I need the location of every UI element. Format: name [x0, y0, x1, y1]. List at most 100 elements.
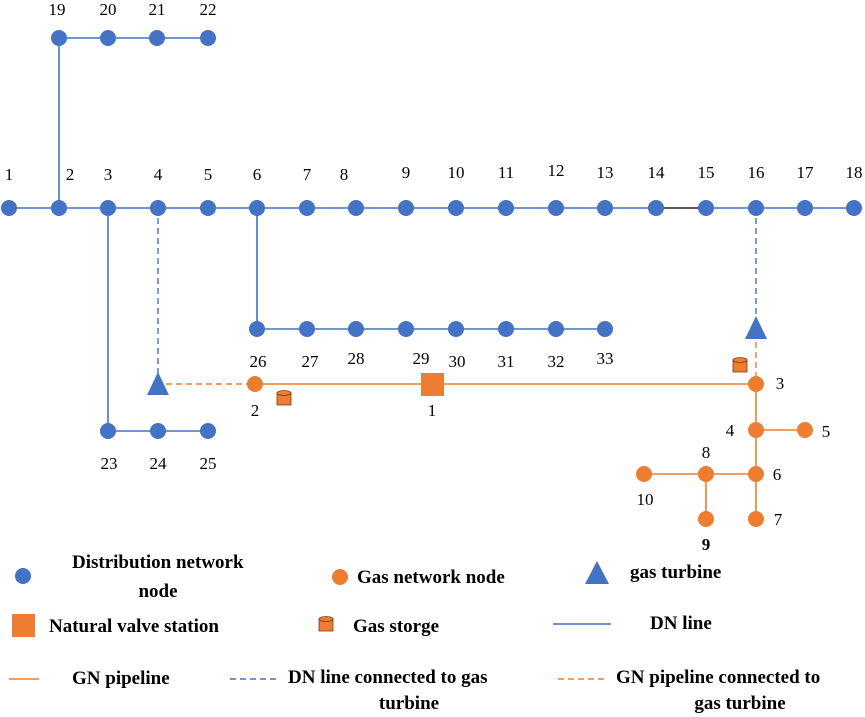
valve-station-icon — [421, 373, 444, 396]
dn-label: 32 — [548, 352, 565, 371]
dn-label: 8 — [340, 165, 349, 184]
legend-gas-storage-label: Gas storge — [353, 616, 439, 637]
dn-node-17 — [797, 200, 813, 216]
dn-label: 12 — [548, 161, 565, 180]
legend-dn-node-label: node — [138, 581, 177, 602]
legend-dn-node-label: Distribution network — [72, 552, 244, 573]
dn-label: 2 — [66, 165, 75, 184]
gas-turbine-icon — [745, 316, 767, 339]
dn-node-25 — [200, 423, 216, 439]
dn-label: 31 — [498, 352, 515, 371]
legend-dn-node-icon — [15, 568, 31, 584]
dn-label: 15 — [698, 163, 715, 182]
dn-node-30 — [448, 321, 464, 337]
dn-node-18 — [846, 200, 862, 216]
dn-label: 28 — [348, 349, 365, 368]
dn-label: 18 — [846, 163, 863, 182]
dn-label: 14 — [648, 163, 666, 182]
legend-dn-turbine-link-label: DN line connected to gas — [288, 667, 487, 688]
dn-label: 17 — [797, 163, 815, 182]
legend-gas-turbine-icon — [585, 561, 609, 584]
dn-node-15 — [698, 200, 714, 216]
legend-valve-station-label: Natural valve station — [49, 616, 219, 637]
gn-label: 8 — [702, 443, 711, 462]
gas-storage-icon — [276, 390, 292, 406]
gn-label: 4 — [726, 421, 735, 440]
legend-gn-turbine-link-label: gas turbine — [694, 693, 785, 714]
gn-label: 3 — [776, 374, 785, 393]
dn-node-3 — [100, 200, 116, 216]
gn-label: 7 — [774, 510, 783, 529]
dn-node-31 — [498, 321, 514, 337]
gn-label: 10 — [637, 490, 654, 509]
gn-node-7 — [748, 511, 764, 527]
gn-label: 9 — [702, 535, 711, 554]
dn-label: 1 — [5, 165, 14, 184]
dn-label: 25 — [200, 454, 217, 473]
dn-node-33 — [597, 321, 613, 337]
gn-pipelines — [255, 383, 805, 519]
gn-label: 2 — [251, 401, 260, 420]
gas-turbine-icon — [147, 372, 169, 395]
legend-dn-line-label: DN line — [650, 613, 712, 634]
dn-label: 26 — [250, 352, 267, 371]
gn-node-labels: 1 2 3 4 5 6 7 8 9 10 — [251, 374, 831, 554]
gn-label: 6 — [773, 465, 782, 484]
dn-node-4 — [150, 200, 166, 216]
gn-node-4 — [748, 422, 764, 438]
gas-storage-icon — [732, 357, 748, 373]
dn-node-27 — [299, 321, 315, 337]
dn-turbine-links — [157, 208, 757, 374]
dn-label: 16 — [748, 163, 765, 182]
dn-label: 11 — [498, 163, 514, 182]
dn-node-6 — [249, 200, 265, 216]
dn-node-1 — [1, 200, 17, 216]
dn-node-labels: 1 2 3 4 5 6 7 8 9 10 11 12 13 14 15 16 1… — [5, 0, 863, 473]
dn-node-22 — [200, 30, 216, 46]
legend-gn-node-icon — [332, 569, 348, 585]
dn-node-13 — [597, 200, 613, 216]
dn-label: 22 — [200, 0, 217, 19]
gn-label: 1 — [428, 401, 437, 420]
dn-label: 20 — [100, 0, 117, 19]
dn-node-11 — [498, 200, 514, 216]
dn-line-branch-19-22 — [58, 37, 208, 208]
dn-node-21 — [149, 30, 165, 46]
dn-label: 33 — [597, 349, 614, 368]
dn-label: 19 — [49, 0, 66, 19]
dn-node-19 — [51, 30, 67, 46]
dn-line-branch-26-33 — [256, 208, 605, 330]
dn-node-7 — [299, 200, 315, 216]
dn-node-26 — [249, 321, 265, 337]
gn-node-6 — [748, 466, 764, 482]
dn-node-16 — [748, 200, 764, 216]
dn-node-9 — [398, 200, 414, 216]
dn-nodes — [1, 30, 862, 439]
dn-node-2 — [51, 200, 67, 216]
legend-gn-turbine-link-label: GN pipeline connected to — [616, 667, 820, 688]
dn-node-28 — [348, 321, 364, 337]
dn-label: 24 — [150, 454, 168, 473]
dn-label: 3 — [104, 165, 113, 184]
dn-node-23 — [100, 423, 116, 439]
dn-lines — [9, 37, 854, 432]
dn-label: 27 — [302, 352, 320, 371]
dn-label: 7 — [303, 165, 312, 184]
legend-gas-turbine-label: gas turbine — [630, 562, 721, 583]
legend-gn-node-label: Gas network node — [357, 567, 505, 588]
gn-nodes — [247, 376, 813, 527]
legend-gn-pipeline-label: GN pipeline — [72, 668, 170, 689]
gn-node-9 — [698, 511, 714, 527]
dn-label: 13 — [597, 163, 614, 182]
dn-label: 5 — [204, 165, 213, 184]
dn-node-12 — [548, 200, 564, 216]
legend-gas-storage-icon — [318, 616, 334, 632]
gn-node-3 — [748, 376, 764, 392]
dn-node-8 — [348, 200, 364, 216]
dn-node-14 — [648, 200, 664, 216]
gn-label: 5 — [822, 422, 831, 441]
dn-node-20 — [100, 30, 116, 46]
legend-valve-station-icon — [12, 614, 35, 637]
dn-node-10 — [448, 200, 464, 216]
